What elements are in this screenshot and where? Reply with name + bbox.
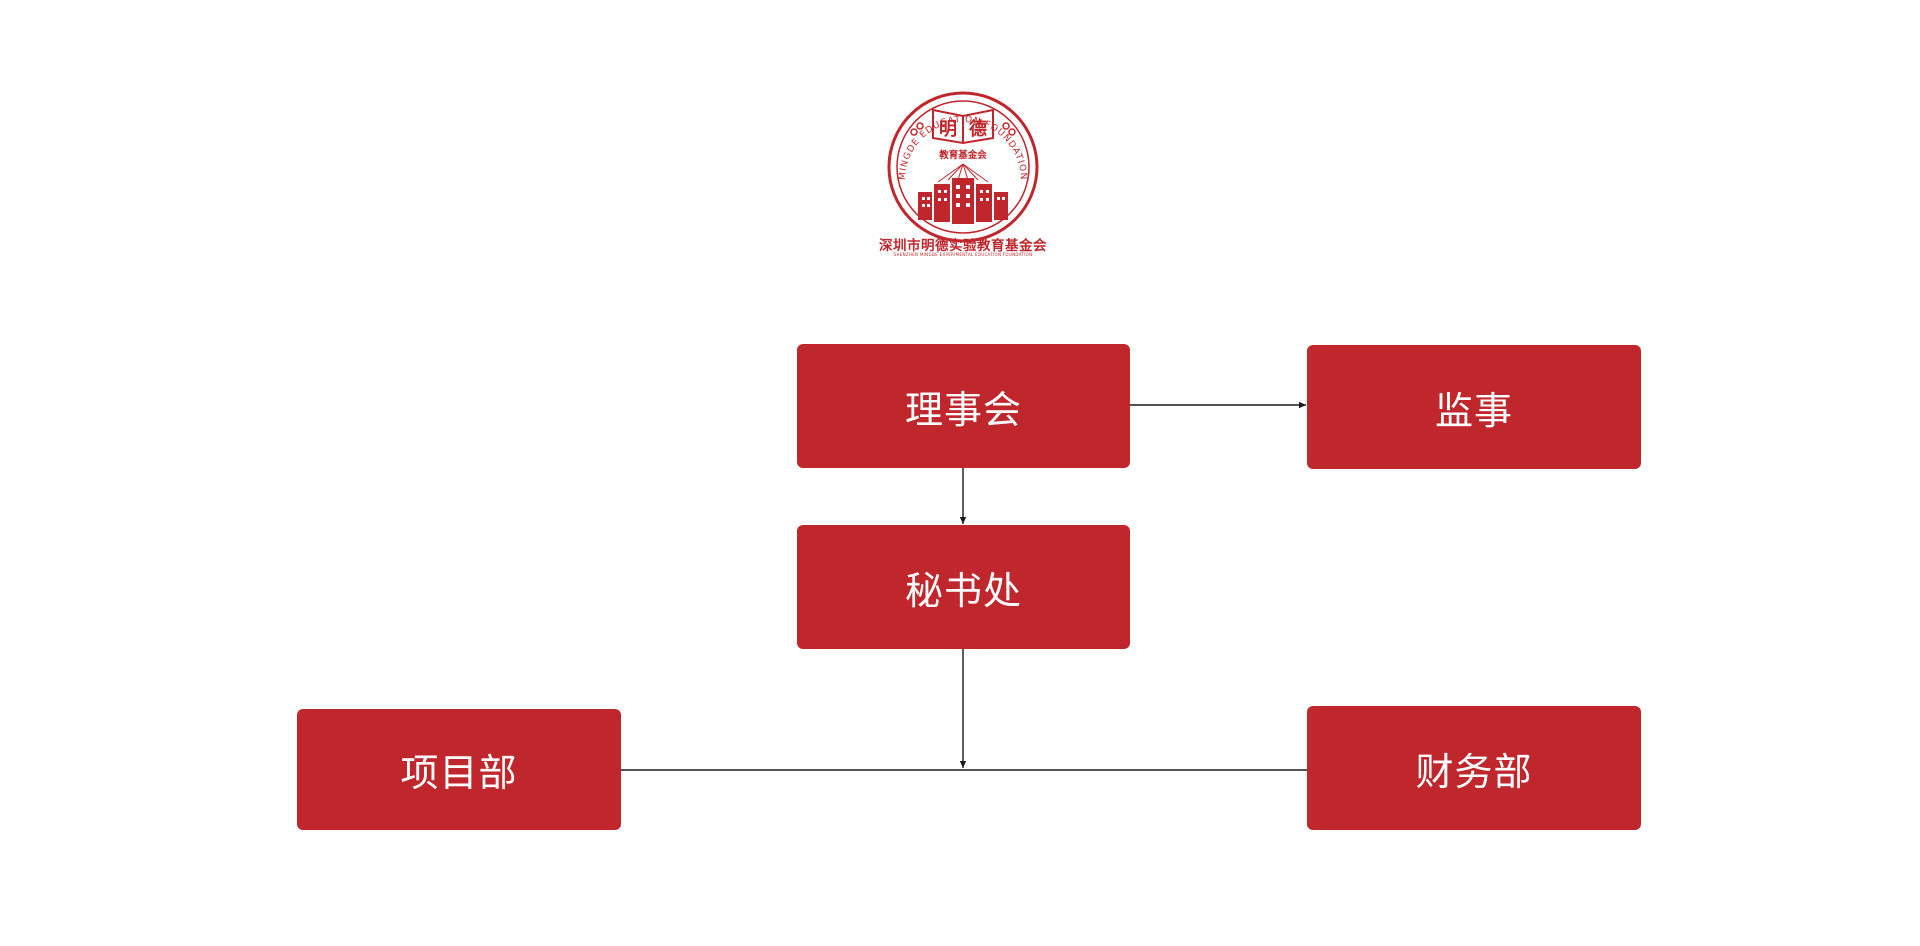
node-supervisor-label: 监事 bbox=[1434, 388, 1513, 433]
org-name: 深圳市明德实验教育基金会 bbox=[879, 238, 1047, 254]
node-projects: 项目部 bbox=[297, 709, 621, 830]
node-secretariat-label: 秘书处 bbox=[904, 568, 1022, 613]
seal-char-right: 德 bbox=[969, 118, 987, 140]
node-board-label: 理事会 bbox=[904, 387, 1022, 432]
node-board: 理事会 bbox=[797, 344, 1130, 468]
org-name-en: SHENZHEN MINGDE EXPERIMENTAL EDUCATION F… bbox=[893, 252, 1033, 257]
node-secretariat: 秘书处 bbox=[797, 525, 1130, 649]
foundation-seal-icon: 明 德 教育基金会 bbox=[887, 91, 1039, 243]
node-finance: 财务部 bbox=[1307, 706, 1641, 830]
foundation-logo: 明 德 教育基金会 bbox=[878, 80, 1048, 260]
node-projects-label: 项目部 bbox=[400, 751, 518, 795]
seal-char-left: 明 bbox=[939, 119, 957, 140]
node-supervisor: 监事 bbox=[1307, 345, 1641, 469]
node-finance-label: 财务部 bbox=[1415, 749, 1533, 794]
seal-subtitle: 教育基金会 bbox=[938, 149, 987, 161]
